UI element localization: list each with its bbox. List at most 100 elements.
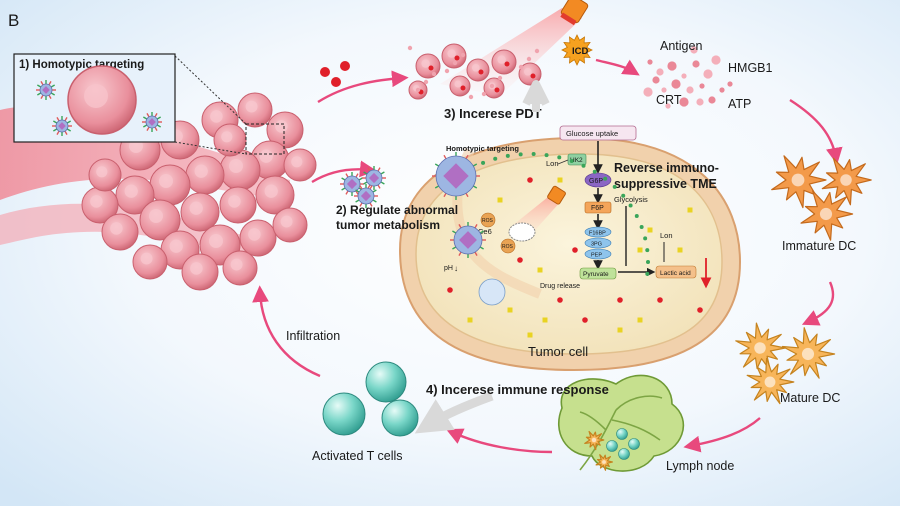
membrane-dot-13 — [612, 184, 617, 189]
np-2-spike-4 — [367, 184, 371, 189]
tumor-cell-22-nucleus — [190, 262, 203, 275]
inset-np-1-spike-7 — [36, 84, 42, 88]
step-2-label-line2: tumor metabolism — [336, 218, 440, 232]
debris-7 — [526, 56, 532, 62]
tumor-cell-11 — [139, 199, 181, 241]
tumor-mass — [0, 55, 317, 291]
g6p-node — [584, 172, 612, 188]
ph-down-arrow: ↓ — [454, 264, 458, 273]
cycle-arrows — [252, 58, 843, 454]
damp-7 — [686, 86, 694, 94]
inset-nanoparticles — [36, 80, 162, 136]
inset-np-3-spike-4 — [146, 126, 150, 132]
tumor-cell-22 — [181, 253, 219, 291]
tumor-cell-19 — [239, 219, 277, 257]
pdt-cell-1 — [441, 43, 467, 69]
inset-np-1-spike-8 — [40, 80, 44, 86]
tumor-cell-2-nucleus — [210, 110, 223, 123]
zoom-line-top — [174, 55, 247, 125]
lactic-acid-box — [655, 265, 697, 279]
tumor-cell-7 — [185, 155, 225, 195]
membrane-dot-20 — [646, 260, 650, 264]
pdt-cell-4-ros — [530, 73, 536, 79]
np-3-spike-5 — [355, 199, 360, 203]
mature-dc-3-nucleus — [764, 376, 776, 388]
immature-dc-label: Immature DC — [782, 239, 856, 253]
mature-dc-2-nucleus — [801, 347, 815, 361]
tumor-cell-20-nucleus — [280, 215, 293, 228]
membrane-dot-6 — [531, 152, 536, 157]
inset-np-2-spike-10 — [64, 116, 68, 122]
tumor-cell-3 — [237, 92, 273, 128]
panel-letter: B — [8, 11, 19, 30]
damp-2 — [667, 61, 677, 71]
tumor-cell-9 — [115, 175, 155, 215]
inset-np-3-spike-8 — [146, 112, 150, 118]
tumor-cell-6 — [219, 149, 261, 191]
immature-dc-2 — [821, 157, 872, 206]
pdt-cell-2-nucleus — [471, 63, 480, 72]
np-1-spike-11 — [358, 177, 363, 181]
np-2-spike-5 — [363, 181, 368, 185]
lymph-dc-1 — [584, 430, 605, 451]
f16bp-node — [584, 226, 612, 238]
np-3 — [354, 184, 378, 208]
debris-6 — [489, 83, 495, 89]
debris-12 — [431, 71, 437, 77]
lymph-dc-2 — [595, 454, 613, 471]
zoom-line-bottom — [174, 141, 247, 155]
arrow-to-nanoparticles — [311, 160, 377, 184]
damp-19 — [690, 46, 698, 54]
lymph-tcell-0 — [616, 428, 628, 440]
tumor-cell-24-nucleus — [96, 166, 108, 178]
drug-particle-0 — [517, 257, 523, 263]
pdt-region: 3) Incerese PDT ICD — [320, 0, 593, 121]
np-3-spike-11 — [372, 189, 377, 193]
inset-np-1-spike-11 — [50, 84, 56, 88]
membrane-dot-15 — [628, 203, 633, 208]
debris-8 — [423, 79, 429, 85]
damp-17 — [643, 87, 653, 97]
tumor-cell-23-nucleus — [230, 258, 243, 271]
membrane-dot-2 — [481, 160, 486, 165]
drug-particle-9 — [497, 197, 503, 203]
glucose-uptake-box — [559, 125, 637, 141]
ph-label: pH — [444, 265, 453, 272]
pdt-cell-3-ros — [504, 61, 510, 67]
red-dot-2 — [340, 61, 350, 71]
np-3-spike-2 — [369, 202, 373, 207]
pdt-cell-0 — [415, 53, 441, 79]
lymph-node: Lymph node — [557, 374, 734, 473]
np-1-spike-4 — [345, 190, 349, 195]
np-homotypic-large — [432, 152, 480, 200]
tumor-cell-4-nucleus — [275, 120, 288, 133]
inset-np-1-spike-4 — [40, 94, 44, 100]
drug-particle-8 — [657, 297, 663, 303]
damp-11 — [711, 55, 721, 65]
atp-label: ATP — [728, 97, 751, 111]
np-entering-cell-spike-1 — [479, 246, 484, 250]
membrane-dot-12 — [603, 176, 608, 181]
np-2-spike-10 — [377, 167, 381, 172]
f16bp-label: F16BP — [589, 231, 606, 237]
inset-np-2-core — [58, 122, 66, 130]
membrane-dot-16 — [634, 213, 639, 218]
inset-np-3-spike-11 — [156, 116, 162, 120]
np-entering-cell-spike-8 — [458, 224, 462, 229]
inset-np-2-spike-11 — [66, 120, 72, 124]
ros-bubble-2 — [500, 238, 516, 254]
f6p-label: F6P — [591, 205, 604, 212]
tumor-cell-8 — [149, 164, 191, 206]
pep-node — [584, 248, 612, 260]
arrow-to-mature-dc — [801, 281, 835, 326]
activated-t-cells-label: Activated T cells — [312, 449, 403, 463]
tumor-cell-7-nucleus — [194, 164, 208, 178]
np-entering-cell-spike-10 — [474, 224, 478, 229]
tumor-cell-14 — [255, 175, 295, 215]
drug-particle-1 — [537, 267, 543, 273]
debris-10 — [497, 75, 503, 81]
antigen-label: Antigen — [660, 39, 702, 53]
pdt-cell-4 — [518, 62, 542, 86]
np-homotypic-large-spike-8 — [443, 154, 447, 160]
pdt-cell-0-nucleus — [421, 59, 430, 68]
